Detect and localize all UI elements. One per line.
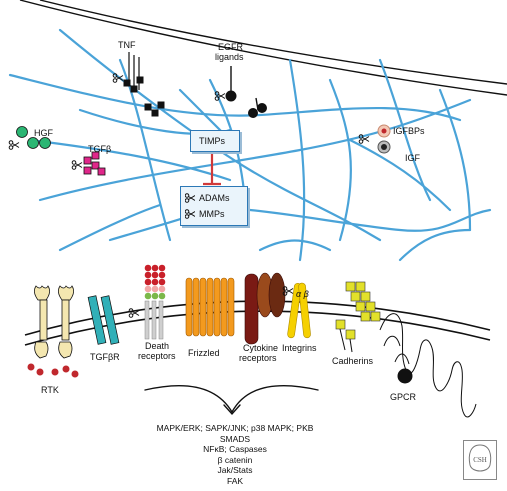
timps-label: TIMPs [199, 136, 225, 146]
death-receptors [144, 264, 166, 340]
egfr-ligands-label: ligands [215, 52, 244, 62]
tgfbr-label: TGFβR [90, 352, 120, 362]
scissors-icon [185, 209, 195, 219]
cadherins-label: Cadherins [332, 356, 374, 366]
egfr-ligands [225, 66, 267, 118]
tnf-ligands [123, 52, 165, 117]
pathway-line: SMADS [219, 433, 251, 444]
cadherins [335, 281, 381, 353]
cytokine-receptors [244, 272, 286, 345]
top-cell-membrane [19, 0, 507, 96]
igfbps-label: IGFBPs [393, 126, 425, 136]
mmps-label: MMPs [199, 209, 225, 219]
pathway-line: NFκB; Caspases [203, 444, 267, 454]
cytokine-label: Cytokine [243, 343, 279, 353]
gpcr-receptor [379, 313, 477, 418]
cytokine-receptors-label: receptors [239, 353, 277, 363]
tnf-label: TNF [118, 40, 136, 50]
pathway-line: Jak/Stats [217, 465, 253, 475]
rtk-label: RTK [41, 385, 59, 395]
egfr-label: EGFR [218, 42, 244, 52]
tgfb-label: TGFβ [88, 144, 112, 154]
downstream-pathways: MAPK/ERK; SAPK/JNK; p38 MAPK; PKB SMADS … [120, 423, 350, 486]
svg-text:CSH: CSH [473, 456, 487, 464]
hgf-label: HGF [34, 128, 53, 138]
pathway-line: MAPK/ERK; SAPK/JNK; p38 MAPK; PKB [156, 423, 314, 433]
igfbp-igf [377, 124, 391, 154]
integrins [287, 282, 311, 339]
tgfbr-receptor [87, 295, 120, 345]
rtk-receptors [27, 285, 79, 378]
igf-label: IGF [405, 153, 420, 163]
pathway-line: FAK [226, 475, 244, 486]
inhibition-arrow-icon [203, 151, 221, 186]
death-label: Death [145, 341, 170, 351]
scissors-icon [8, 140, 20, 150]
csh-perspectives-logo: CSH [463, 440, 497, 480]
pathway-line: β catenin [217, 454, 253, 465]
frizzled-label: Frizzled [188, 348, 220, 358]
timps-box: TIMPs [190, 130, 240, 152]
scissors-icon [185, 193, 195, 203]
tgfb-molecules [83, 151, 106, 176]
convergence-arrow-icon [144, 384, 319, 416]
integrin-subunits-label: α β [296, 289, 309, 299]
adams-label: ADAMs [199, 193, 230, 203]
frizzled-receptor [185, 277, 235, 337]
death-receptors-label: receptors [138, 351, 176, 361]
hgf-molecules [16, 126, 51, 149]
adams-mmps-box: ADAMs MMPs [180, 186, 248, 226]
scissors-icon [71, 160, 83, 170]
integrins-label: Integrins [282, 343, 317, 353]
gpcr-label: GPCR [390, 392, 417, 402]
ecm-fibers [8, 28, 492, 262]
logo-seal: CSH [468, 444, 492, 472]
